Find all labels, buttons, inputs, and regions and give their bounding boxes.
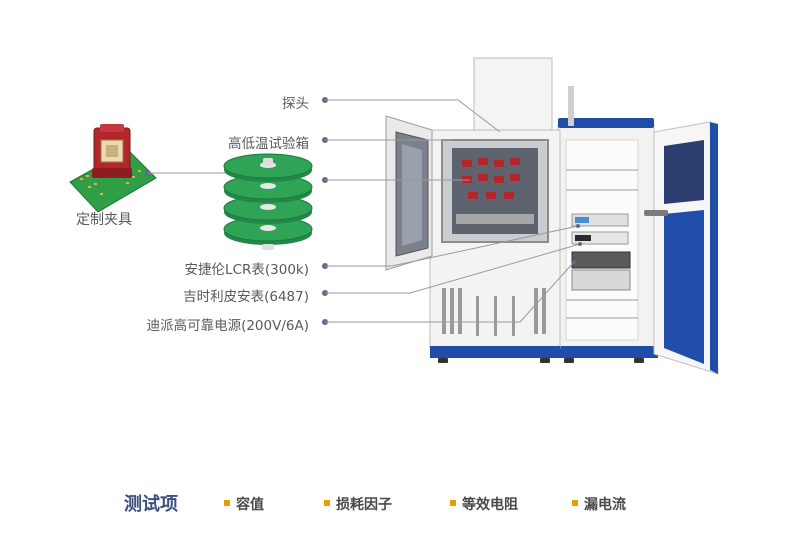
leader-lcr [322,224,580,269]
leader-power [322,260,576,325]
label-fixture: 定制夹具 [76,212,132,228]
test-items-bar: 测试项 容值 损耗因子 等效电阻 漏电流 [0,488,801,520]
leader-boards [322,177,470,183]
test-item: 等效电阻 [450,494,518,514]
leader-keithley [322,242,582,296]
test-board-stack [223,153,313,250]
power-supply-image [571,251,631,269]
bullet-icon [224,500,230,506]
label-keithley: 吉时利皮安表(6487) [183,289,309,305]
bullet-icon [450,500,456,506]
control-cabinet [554,118,719,375]
test-item: 漏电流 [572,494,626,514]
label-chamber: 高低温试验箱 [228,136,309,152]
test-item: 容值 [224,494,264,514]
bullet-icon [572,500,578,506]
leader-chamber [322,137,452,143]
label-lcr: 安捷伦LCR表(300k) [184,262,309,278]
test-items-title: 测试项 [124,494,178,515]
temperature-chamber [385,57,644,363]
leader-probe [322,97,501,133]
bullet-icon [324,500,330,506]
test-item: 损耗因子 [324,494,392,514]
label-power: 迪派高可靠电源(200V/6A) [146,318,309,334]
fixture-image [69,124,157,213]
label-probe: 探头 [282,96,309,112]
